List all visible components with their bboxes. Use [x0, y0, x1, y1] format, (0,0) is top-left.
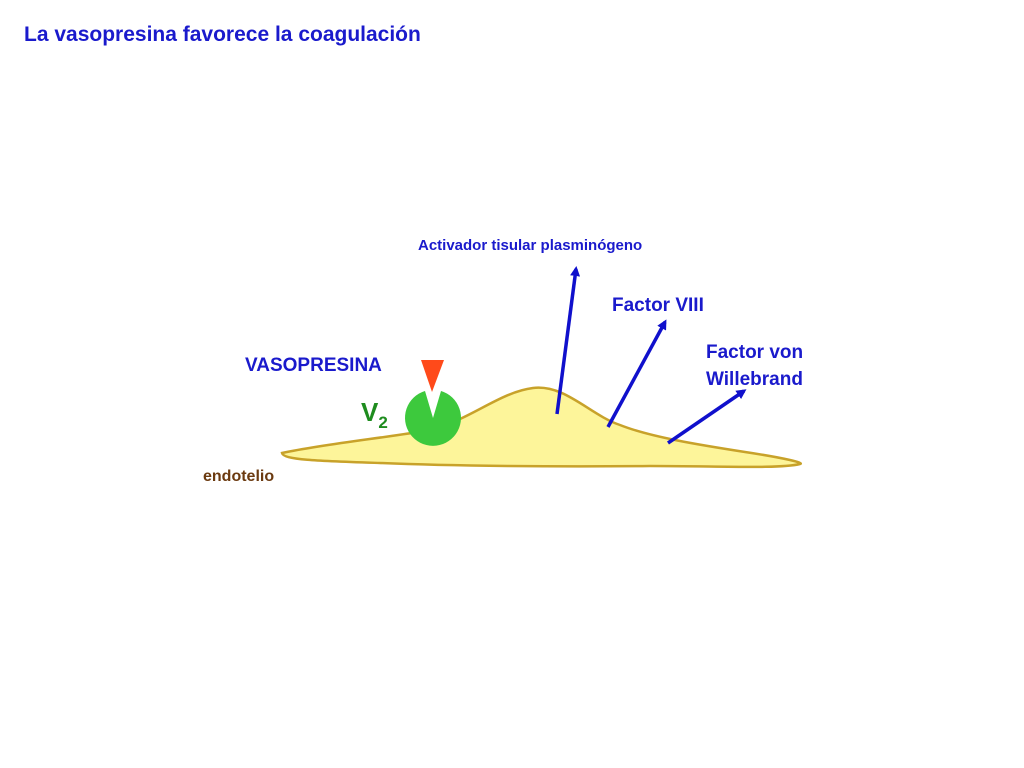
v2-label-subscript: 2: [378, 413, 387, 432]
factor-tpa-label: Activador tisular plasminógeno: [418, 237, 642, 254]
arrow-tpa: [555, 266, 581, 415]
arrow-factor-viii: [606, 319, 667, 428]
v2-receptor: [405, 391, 462, 446]
vasopressin-triangle: [421, 360, 444, 392]
vasopressin-label: VASOPRESINA: [245, 355, 382, 376]
v2-label-main: V: [361, 397, 379, 427]
factor-vwf-label-line1: Factor von: [706, 342, 803, 363]
endothelial-cell: [280, 386, 802, 469]
v2-label: V2: [361, 397, 388, 432]
factor-viii-label: Factor VIII: [612, 295, 704, 316]
slide-title: La vasopresina favorece la coagulación: [24, 23, 421, 46]
endotelio-label: endotelio: [203, 468, 274, 485]
factor-vwf-label-line2: Willebrand: [706, 369, 803, 390]
arrow-factor-vwf: [667, 389, 747, 445]
